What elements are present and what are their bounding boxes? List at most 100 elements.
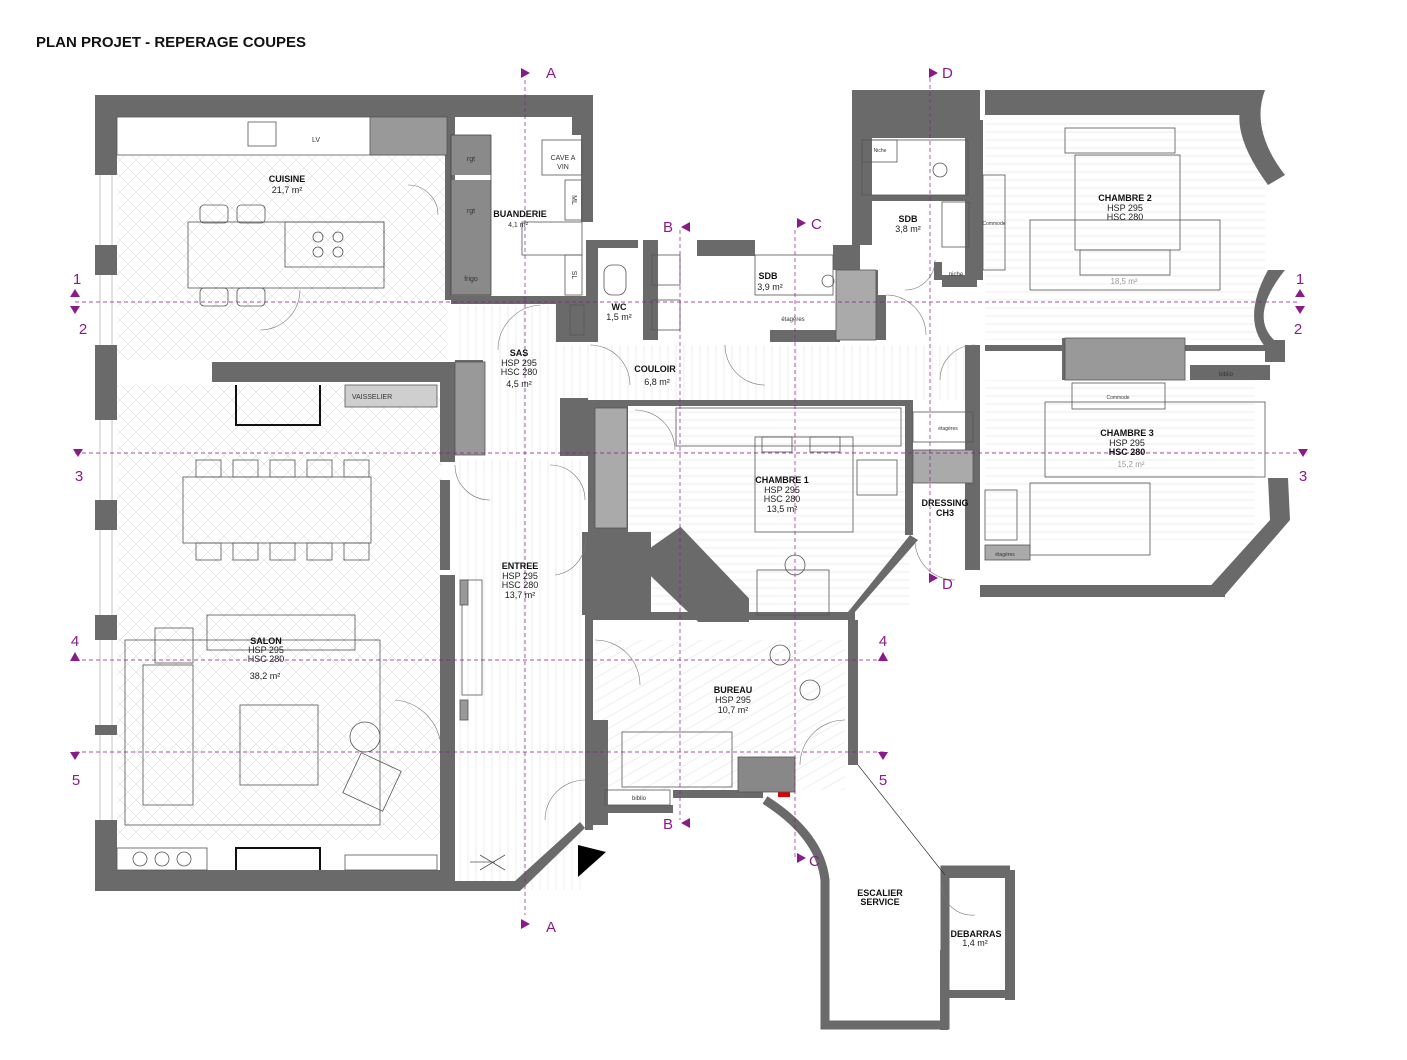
marker-label: 4 [71,633,79,650]
salon-fixtures [116,384,438,871]
room-area: 3,8 m² [895,224,921,234]
room-name: DEBARRAS [950,929,1001,939]
room-hsp: HSP 295 [1109,438,1145,448]
section-marker-4-left: 4 [70,633,80,661]
lv-label: LV [312,137,320,144]
room-area: 1,4 m² [962,938,988,948]
room-area: 13,7 m² [505,590,536,600]
room-couloir: COULOIR 6,8 m² [634,364,676,387]
section-marker-b-bottom: B [663,816,690,833]
section-marker-c-top: C [797,216,822,233]
section-marker-a-top: A [521,65,556,82]
room-hsc: HSC 280 [248,654,285,664]
room-area: 38,2 m² [250,671,281,681]
room-chambre-3: CHAMBRE 3 HSP 295 HSC 280 15,2 m² [1100,428,1154,469]
room-debarras: DEBARRAS 1,4 m² [950,929,1001,948]
marker-label: 5 [879,772,887,789]
marker-label: A [546,919,556,936]
fixture-labels: rgt rgt frigo CAVE A VIN ML SL LV VAISSE… [312,137,1234,802]
section-marker-3-right: 3 [1298,449,1308,485]
room-area: 4,5 m² [506,379,532,389]
room-hsp: HSP 295 [764,485,800,495]
room-name-line1: DRESSING [921,498,968,508]
room-name: SAS [510,348,529,358]
room-hsp: HSP 295 [715,695,751,705]
door-swings [259,184,976,916]
room-area: 6,8 m² [644,377,670,387]
cave-label-line1: CAVE A [551,155,576,162]
marker-label: 3 [1299,468,1307,485]
section-marker-b-top: B [663,219,690,236]
marker-label: D [942,65,953,82]
biblio-bureau-label: biblio [632,796,647,802]
room-salon: SALON HSP 295 HSC 280 38,2 m² [248,636,285,681]
room-fixtures [454,127,1266,871]
room-name: BUREAU [714,685,753,695]
kitchen-fixtures [116,116,448,307]
room-name: SALON [250,636,282,646]
sl-label: SL [570,271,577,280]
commode-ch2-label: Commode [982,221,1005,227]
section-marker-4-right: 4 [878,633,888,661]
room-hsp: HSP 295 [501,358,537,368]
room-name: CUISINE [269,174,306,184]
room-name: SDB [758,271,778,281]
section-marker-5-right: 5 [878,752,888,789]
section-marker-5-left: 5 [70,752,80,789]
room-area: 13,5 m² [767,504,798,514]
room-escalier-service: ESCALIER SERVICE [857,888,903,907]
room-cuisine: CUISINE 21,7 m² [269,174,306,195]
walls [95,90,1290,1030]
room-hsp: HSP 295 [1107,203,1143,213]
room-name: WC [612,302,627,312]
commode-ch3-label: Commode [1106,395,1129,401]
frigo-label: frigo [464,276,478,283]
marker-label: B [663,816,673,833]
marker-label: D [942,576,953,593]
section-marker-d-bottom: D [929,573,953,593]
room-entree: ENTREE HSP 295 HSC 280 13,7 m² [502,561,539,600]
rgt-label: rgt [467,156,475,163]
red-marker [778,790,790,797]
section-marker-1-right: 1 2 [1294,271,1305,338]
room-name: CHAMBRE 2 [1098,193,1152,203]
section-cut-lines [75,78,1300,915]
room-hsp: HSP 295 [248,645,284,655]
room-sas: SAS HSP 295 HSC 280 4,5 m² [501,348,538,389]
entrance-arrow [578,845,606,877]
cave-label-line2: VIN [557,164,569,171]
marker-label: C [809,853,820,870]
ml-label: ML [570,195,577,205]
room-wc: WC 1,5 m² [606,302,632,322]
room-buanderie: BUANDERIE 4,1 m² [493,209,547,229]
room-name: SDB [898,214,918,224]
niche-label: Niche [874,148,887,154]
room-area: 18,5 m² [1110,277,1137,286]
room-bureau: BUREAU HSP 295 10,7 m² [714,685,753,715]
room-sdb-1: SDB 3,9 m² [757,271,783,292]
room-name: ENTREE [502,561,539,571]
marker-label: 3 [75,468,83,485]
etageres-sdb-label: étagères [781,317,804,323]
room-hsc: HSC 280 [502,580,539,590]
page-title: PLAN PROJET - REPERAGE COUPES [36,34,307,51]
room-name: COULOIR [634,364,676,374]
room-area: 15,2 m² [1117,460,1144,469]
section-marker-3-left: 3 [73,449,83,485]
room-sdb-2: SDB 3,8 m² [895,214,921,234]
room-dressing-ch3: DRESSING CH3 [921,498,968,518]
room-name: CHAMBRE 1 [755,475,809,485]
vaisselier-label: VAISSELIER [352,394,392,401]
marker-label: 1 [1296,271,1304,288]
room-chambre-2: CHAMBRE 2 HSP 295 HSC 280 18,5 m² [1098,193,1152,286]
room-hsc: HSC 280 [501,367,538,377]
floor-finishes [117,120,1265,890]
room-area: 3,9 m² [757,282,783,292]
niche-lower-label: niche [949,272,964,278]
marker-label: 4 [879,633,887,650]
marker-label: 2 [1294,321,1302,338]
room-area: 1,5 m² [606,312,632,322]
room-name: BUANDERIE [493,209,547,219]
room-hsp: HSP 295 [502,571,538,581]
room-name-line2: CH3 [936,508,954,518]
